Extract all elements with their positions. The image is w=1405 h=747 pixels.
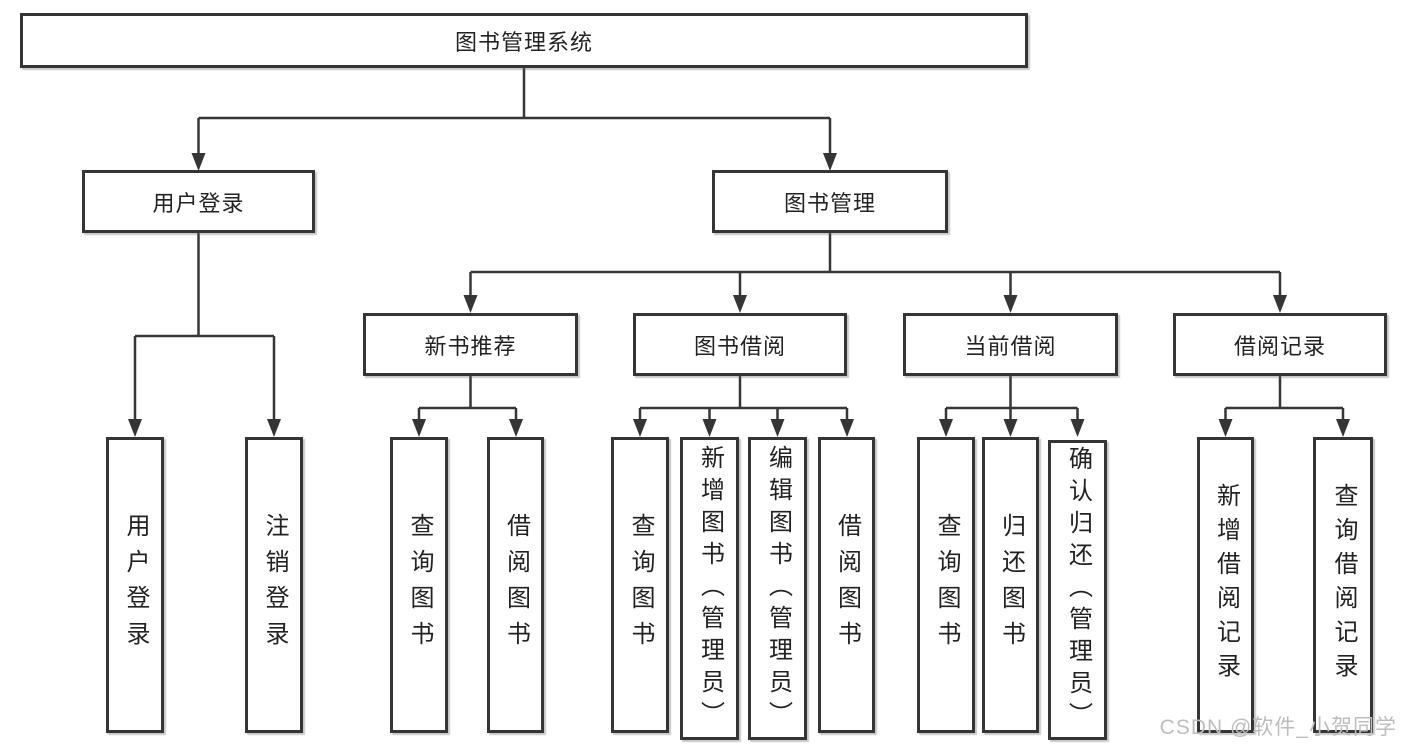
node-user-login-label: 用户登录 (152, 190, 245, 216)
node-current-borrowing-label: 当前借阅 (964, 333, 1057, 359)
node-book-management-label: 图书管理 (783, 190, 876, 216)
node-book-borrowing-label: 图书借阅 (693, 333, 786, 359)
csdn-watermark: CSDN @软件_小贺同学 (1159, 716, 1397, 739)
leaf-query-books-2-label: 查询图书 (627, 513, 654, 657)
leaf-user-login-label: 用户登录 (122, 513, 149, 657)
leaf-confirm-return-admin: 确认归还（管理员） (1048, 440, 1107, 740)
leaf-query-books-3-label: 查询图书 (933, 513, 960, 657)
leaf-borrow-books-2: 借阅图书 (818, 437, 875, 733)
leaf-query-books-1: 查询图书 (390, 437, 448, 733)
node-root-label: 图书管理系统 (454, 29, 593, 55)
arrowheads (128, 153, 1350, 437)
leaf-confirm-return-admin-label: 确认归还（管理员） (1064, 446, 1092, 734)
leaf-add-borrow-record-label: 新增借阅记录 (1212, 483, 1240, 687)
leaf-borrow-books-1: 借阅图书 (487, 437, 544, 733)
node-new-book-recommendation-label: 新书推荐 (424, 333, 517, 359)
leaf-add-borrow-record: 新增借阅记录 (1197, 437, 1254, 733)
leaf-query-books-1-label: 查询图书 (406, 513, 433, 657)
node-borrowing-records: 借阅记录 (1173, 313, 1387, 376)
leaf-borrow-books-1-label: 借阅图书 (502, 513, 530, 657)
leaf-query-books-2: 查询图书 (611, 437, 669, 733)
node-book-management: 图书管理 (712, 170, 948, 233)
leaf-query-borrow-record-label: 查询借阅记录 (1330, 483, 1357, 687)
node-new-book-recommendation: 新书推荐 (363, 313, 578, 376)
node-current-borrowing: 当前借阅 (903, 313, 1118, 376)
leaf-logout-label: 注销登录 (261, 513, 288, 657)
node-user-login: 用户登录 (82, 170, 315, 233)
leaf-user-login: 用户登录 (106, 437, 164, 733)
leaf-borrow-books-2-label: 借阅图书 (833, 513, 861, 657)
leaf-logout: 注销登录 (245, 437, 303, 733)
leaf-add-books-admin: 新增图书（管理员） (680, 437, 739, 740)
leaf-edit-books-admin-label: 编辑图书（管理员） (764, 444, 792, 733)
node-root-system: 图书管理系统 (20, 13, 1028, 68)
node-borrowing-records-label: 借阅记录 (1233, 333, 1326, 359)
node-book-borrowing: 图书借阅 (633, 313, 847, 376)
leaf-query-books-3: 查询图书 (917, 437, 975, 733)
leaf-add-books-admin-label: 新增图书（管理员） (696, 444, 724, 733)
leaf-query-borrow-record: 查询借阅记录 (1313, 437, 1373, 733)
leaf-return-books-label: 归还图书 (997, 513, 1025, 657)
leaf-return-books: 归还图书 (982, 437, 1039, 733)
leaf-edit-books-admin: 编辑图书（管理员） (748, 437, 807, 740)
